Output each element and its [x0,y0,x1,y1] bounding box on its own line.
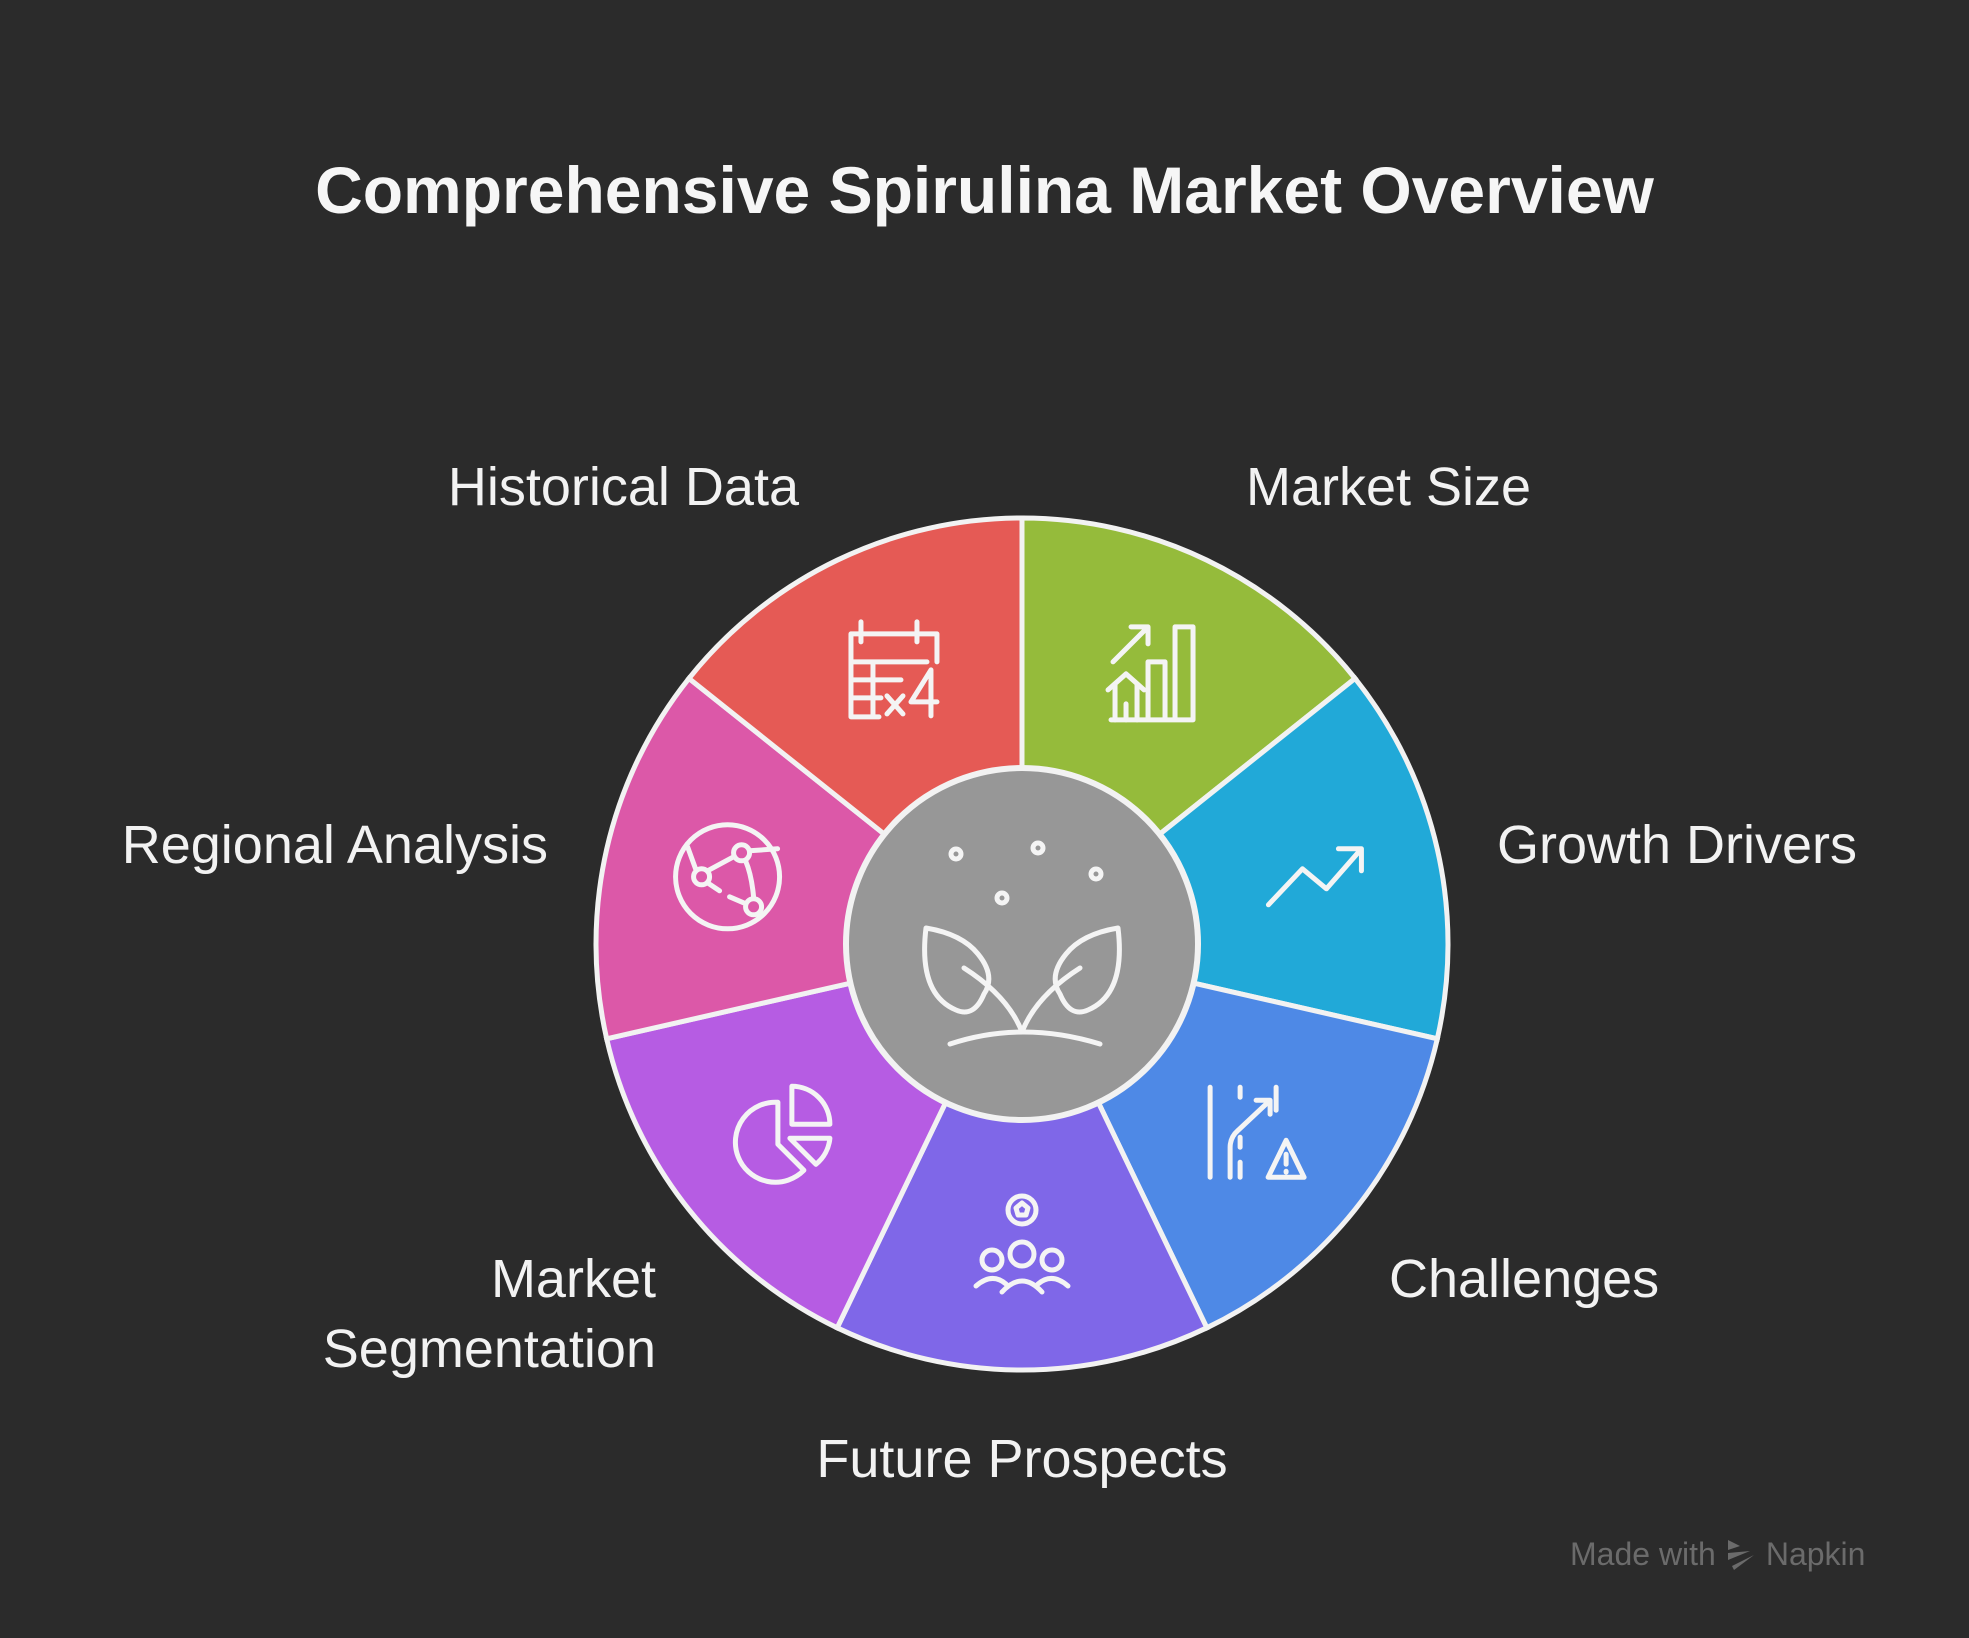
market-growth-chart-icon [1105,624,1196,723]
label-market-segmentation: Market Segmentation [323,1244,656,1384]
team-ball-icon [973,1193,1071,1295]
label-future-prospects: Future Prospects [816,1429,1228,1489]
road-warning-icon [1207,1084,1307,1180]
watermark: Made with Napkin [1570,1536,1865,1573]
segment-future-prospects [833,938,1211,1373]
napkin-logo-icon [1727,1539,1754,1570]
label-challenges: Challenges [1389,1249,1660,1309]
label-regional-analysis: Regional Analysis [121,815,548,875]
page-title: Comprehensive Spirulina Market Overview [315,153,1654,227]
calendar-times-four-icon [848,619,940,720]
sprout-icon [922,840,1122,1047]
watermark-brand: Napkin [1765,1536,1866,1572]
trend-up-icon [1265,846,1364,908]
center-hub [843,765,1201,1123]
pie-chart-icon [732,1083,833,1185]
label-market-size: Market Size [1246,457,1532,517]
globe-network-icon [673,822,783,932]
label-growth-drivers: Growth Drivers [1497,815,1858,875]
watermark-prefix: Made with [1570,1536,1716,1572]
label-market-segmentation-line2: Segmentation [322,1319,656,1379]
label-historical-data: Historical Data [447,457,799,517]
label-market-segmentation-line1: Market [490,1249,656,1309]
